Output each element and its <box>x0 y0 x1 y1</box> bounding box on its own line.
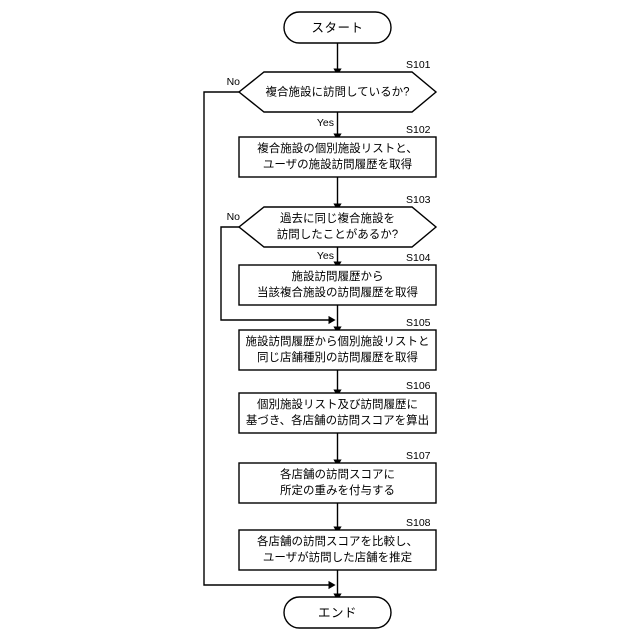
node-s101-shape[interactable] <box>237 71 438 113</box>
node-s105-shape[interactable] <box>238 329 437 371</box>
node-s107-shape[interactable] <box>238 462 437 504</box>
node-s108-label-line1: 各店舗の訪問スコアを比較し、 <box>257 534 418 548</box>
step-tag-layer: S101 S102 S103 S104 S105 S106 S107 S108 <box>406 59 431 529</box>
node-s103-label-line1: 過去に同じ複合施設を <box>280 211 395 225</box>
node-s105-label-line2: 同じ店舗種別の訪問履歴を取得 <box>257 350 418 364</box>
node-s102-shape[interactable] <box>238 136 437 178</box>
node-s108-shape[interactable] <box>238 529 437 571</box>
node-s103-label-line2: 訪問したことがあるか? <box>277 227 398 241</box>
label-layer: スタート 複合施設に訪問しているか? 複合施設の個別施設リストと、 ユーザの施設… <box>246 21 430 620</box>
node-s106-shape[interactable] <box>238 392 437 434</box>
node-s103-shape[interactable] <box>237 206 438 248</box>
node-start-label: スタート <box>311 21 363 35</box>
node-s105-label-line1: 施設訪問履歴から個別施設リストと <box>246 334 430 348</box>
step-tag-s102: S102 <box>406 124 431 136</box>
branch-label-s103-no: No <box>227 211 241 223</box>
node-s108-label-line2: ユーザが訪問した店舗を推定 <box>263 550 413 564</box>
node-s101-label: 複合施設に訪問しているか? <box>265 85 409 99</box>
node-s104-label-line1: 施設訪問履歴から <box>292 269 384 283</box>
step-tag-s104: S104 <box>406 252 431 264</box>
step-tag-s108: S108 <box>406 517 431 529</box>
node-s107-label-line1: 各店舗の訪問スコアに <box>280 467 395 481</box>
shape-layer <box>237 11 438 629</box>
branch-label-s101-no: No <box>227 76 241 88</box>
branch-label-layer: No Yes No Yes <box>227 76 334 262</box>
node-s107-label-line2: 所定の重みを付与する <box>280 483 395 497</box>
step-tag-s106: S106 <box>406 380 431 392</box>
node-s102-label-line1: 複合施設の個別施設リストと、 <box>257 141 418 155</box>
step-tag-s101: S101 <box>406 59 431 71</box>
node-end-shape[interactable] <box>283 596 392 629</box>
branch-label-s103-yes: Yes <box>317 250 334 262</box>
node-s104-label-line2: 当該複合施設の訪問履歴を取得 <box>257 285 418 299</box>
connector-layer <box>203 43 342 601</box>
node-start-shape[interactable] <box>283 11 392 44</box>
connector-s103-no-bypass <box>220 226 336 325</box>
node-s102-label-line2: ユーザの施設訪問履歴を取得 <box>263 157 412 171</box>
node-s104-shape[interactable] <box>238 264 437 306</box>
branch-label-s101-yes: Yes <box>317 117 334 129</box>
node-end-label: エンド <box>318 606 357 620</box>
step-tag-s105: S105 <box>406 317 431 329</box>
node-s106-label-line1: 個別施設リスト及び訪問履歴に <box>257 397 418 411</box>
connector-s101-no-bypass <box>203 91 336 590</box>
step-tag-s103: S103 <box>406 194 431 206</box>
step-tag-s107: S107 <box>406 450 431 462</box>
node-s106-label-line2: 基づき、各店舗の訪問スコアを算出 <box>246 413 429 427</box>
